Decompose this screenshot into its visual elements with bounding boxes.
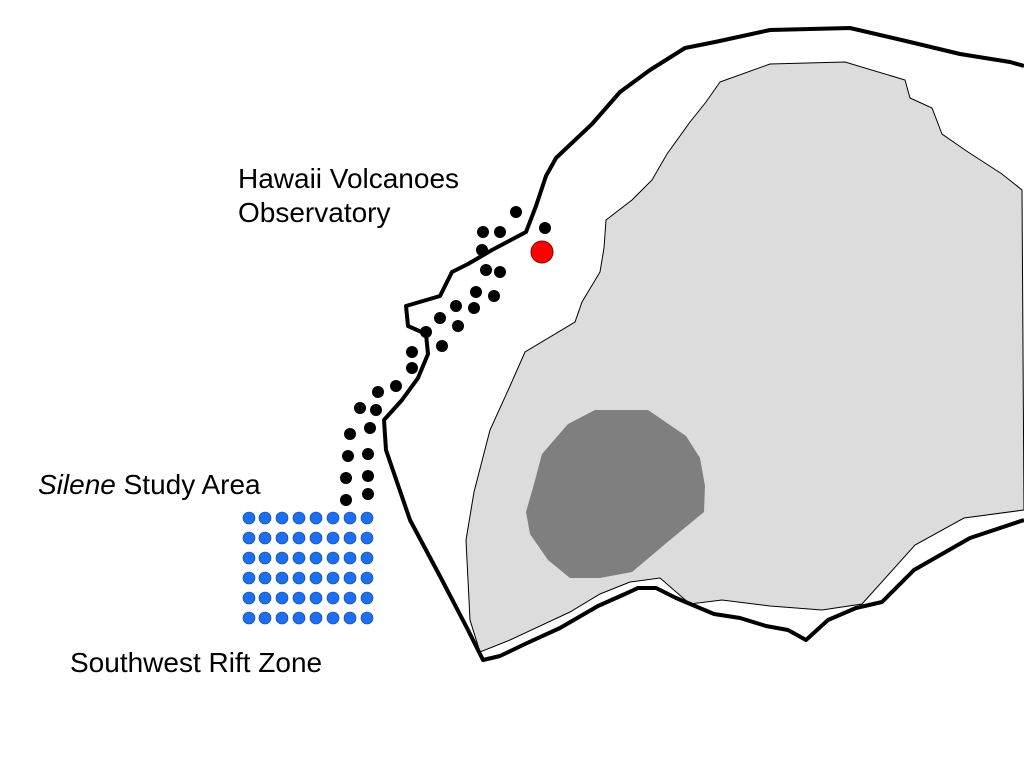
rift-zone-dot (510, 206, 522, 218)
rift-zone-dot (436, 340, 448, 352)
study-area-dot (309, 591, 323, 605)
study-area-dot (242, 511, 256, 525)
study-area-dot (275, 591, 289, 605)
rift-zone-dot (340, 472, 352, 484)
study-area-dot (292, 511, 306, 525)
study-area-dot (309, 571, 323, 585)
rift-zone-dot (420, 326, 432, 338)
study-area-dot (309, 611, 323, 625)
study-area-dot (292, 611, 306, 625)
study-area-dot (309, 511, 323, 525)
observatory-marker (530, 240, 554, 264)
study-area-dot (292, 531, 306, 545)
study-area-dot (309, 531, 323, 545)
study-area-dot (258, 571, 272, 585)
study-area-dot (258, 551, 272, 565)
rift-zone-dot (344, 428, 356, 440)
study-area-dot (326, 551, 340, 565)
study-area-dot (343, 571, 357, 585)
study-area-dot (360, 531, 374, 545)
rift-zone-dot (362, 448, 374, 460)
rift-zone-dot (476, 244, 488, 256)
study-area-dot (326, 611, 340, 625)
study-area-label-italic: Silene (38, 469, 116, 500)
observatory-label: Hawaii Volcanoes Observatory (238, 162, 459, 230)
rift-zone-dot (390, 380, 402, 392)
study-area-dot (326, 511, 340, 525)
study-area-dot (275, 531, 289, 545)
rift-zone-dot (340, 494, 352, 506)
study-area-dot (242, 611, 256, 625)
rift-zone-dot (406, 362, 418, 374)
study-area-label-rest: Study Area (115, 469, 261, 500)
study-area-dot (343, 611, 357, 625)
rift-zone-dots (340, 206, 551, 506)
caldera-floor (465, 61, 1024, 653)
study-area-dot (258, 591, 272, 605)
study-area-dot (275, 511, 289, 525)
rift-zone-dot (406, 346, 418, 358)
study-area-dot (242, 591, 256, 605)
study-area-dot (360, 611, 374, 625)
study-area-dot (326, 571, 340, 585)
rift-zone-dot (468, 302, 480, 314)
study-area-dot (360, 511, 374, 525)
rift-zone-label: Southwest Rift Zone (70, 647, 323, 678)
study-area-dot (275, 611, 289, 625)
study-area-dot (258, 531, 272, 545)
study-area-dot (275, 571, 289, 585)
observatory-label-line1: Hawaii Volcanoes (238, 163, 460, 194)
study-area-dot (343, 551, 357, 565)
rift-zone-dot (370, 404, 382, 416)
study-area-dot (242, 531, 256, 545)
study-area-dot (275, 551, 289, 565)
study-area-dot (292, 591, 306, 605)
study-area-dot (258, 511, 272, 525)
rift-zone-dot (470, 286, 482, 298)
observatory-label-line2: Observatory (238, 197, 391, 228)
rift-zone-dot (477, 226, 489, 238)
rift-zone-dot (452, 320, 464, 332)
study-area-dot (326, 591, 340, 605)
caldera-rim (382, 26, 1024, 662)
rift-zone-dot (342, 450, 354, 462)
rift-zone-dot (372, 386, 384, 398)
study-area-dot (292, 571, 306, 585)
pit-crater (526, 410, 705, 578)
study-area-dot (326, 531, 340, 545)
rift-zone-dot (494, 266, 506, 278)
study-area-label: Silene Study Area (38, 468, 261, 502)
study-area-dot (360, 571, 374, 585)
study-area-dot (242, 551, 256, 565)
study-area-dot (309, 551, 323, 565)
rift-zone-dot (362, 488, 374, 500)
rift-zone-dot (539, 222, 551, 234)
rift-zone-dot (480, 264, 492, 276)
study-area-dot (343, 531, 357, 545)
rift-zone-dot (494, 226, 506, 238)
rift-zone-dot (488, 290, 500, 302)
study-area-dot (343, 511, 357, 525)
study-area-dot (242, 571, 256, 585)
rift-zone-dot (450, 300, 462, 312)
rift-zone-dot (364, 422, 376, 434)
rift-zone-dot (354, 402, 366, 414)
study-area-dot (292, 551, 306, 565)
study-area-dot (360, 591, 374, 605)
study-area-dot (360, 551, 374, 565)
study-area-dot (258, 611, 272, 625)
study-area-dots (242, 511, 374, 625)
study-area-dot (343, 591, 357, 605)
rift-zone-dot (434, 312, 446, 324)
rift-zone-dot (362, 470, 374, 482)
